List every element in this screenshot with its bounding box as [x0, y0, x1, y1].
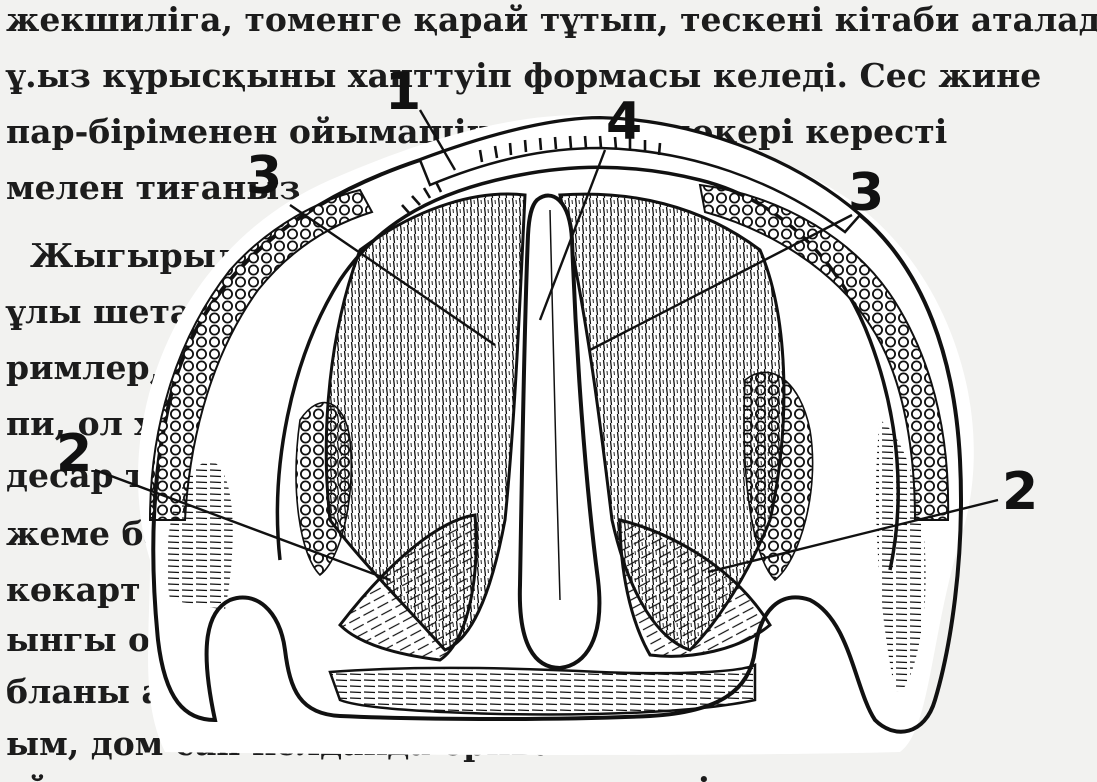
label-3-right: 3	[848, 167, 884, 219]
posterior-band	[330, 665, 755, 714]
label-2-right: 2	[1002, 466, 1038, 518]
label-1: 1	[385, 66, 421, 118]
label-4: 4	[606, 96, 642, 148]
label-2-left: 2	[56, 428, 92, 480]
label-3-left: 3	[246, 150, 282, 202]
